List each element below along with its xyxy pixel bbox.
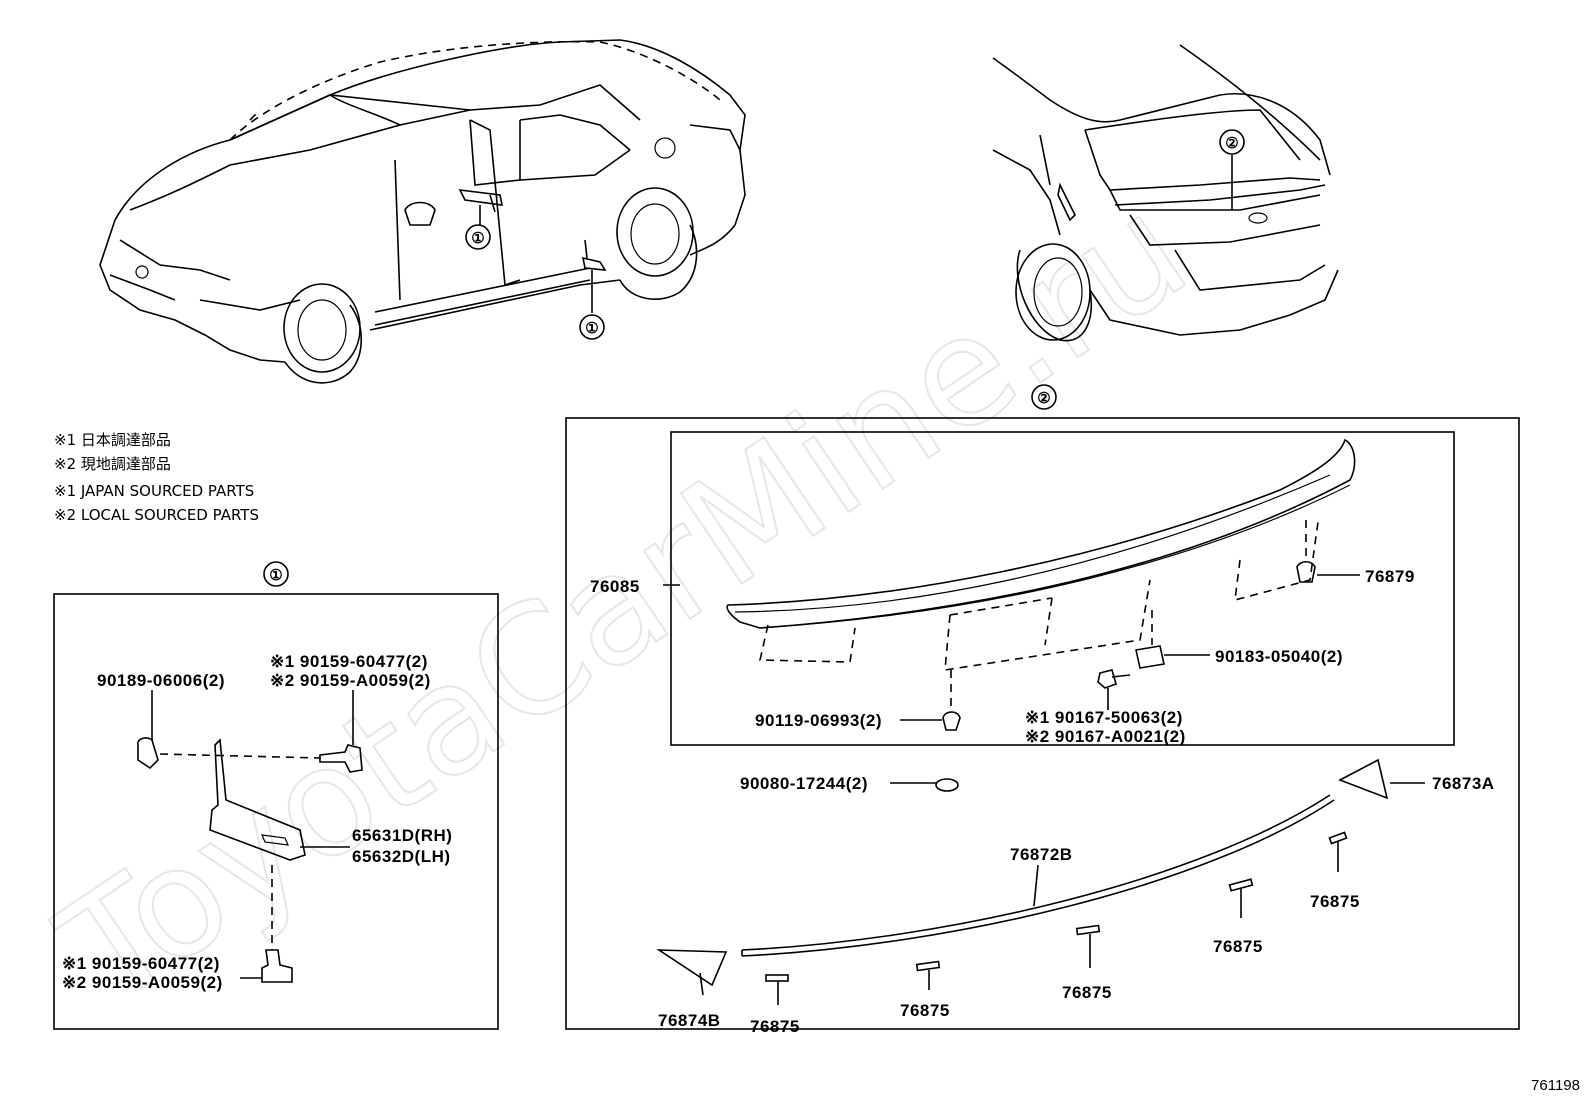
emblem-76873A-icon [1338,758,1389,800]
bolt-bottom-icon [261,949,293,983]
label-76874B: 76874B [658,1011,721,1030]
nut-90183-icon [1135,645,1165,669]
clip-76879-icon [1296,560,1316,583]
group2-inner-box [670,431,1455,746]
group2-box [565,417,1520,1030]
strip-76872B-icon [741,794,1331,951]
clip-90189-icon [137,737,159,770]
group2-parts [656,438,1425,1005]
note-jp-1: ※1 日本調達部品 [54,431,171,449]
label-76875-b: 76875 [900,1001,950,1020]
label-90189-06006: 90189-06006(2) [97,671,225,690]
label-76875-a: 76875 [750,1017,800,1036]
label-90167-A0021: ※2 90167-A0021(2) [1025,727,1186,746]
label-90167-50063: ※1 90167-50063(2) [1025,708,1183,727]
label-76085: 76085 [590,577,640,596]
group2-callout: ② [1037,390,1050,407]
hatchback-illustration [992,44,1339,342]
label-90159-60477-top: ※1 90159-60477(2) [270,652,428,671]
label-76873A: 76873A [1432,774,1495,793]
bracket-icon [209,738,306,861]
callout-1-sedan-b: ① [585,320,598,337]
label-90119-06993: 90119-06993(2) [755,711,882,730]
label-90159-A0059-bottom: ※2 90159-A0059(2) [62,973,223,992]
label-76875-e: 76875 [1310,892,1360,911]
bolt-top-icon [319,744,363,773]
group1-box [53,593,499,1030]
label-65631D: 65631D(RH) [352,826,452,845]
tape-76875-d [1228,878,1254,892]
group1-callout: ① [269,567,282,584]
label-90183-05040: 90183-05040(2) [1215,647,1343,666]
tape-76875-e [1328,831,1348,845]
tape-76875-a [765,974,789,982]
label-76872B: 76872B [1010,845,1073,864]
label-76875-d: 76875 [1213,937,1263,956]
callout-2-hatch: ② [1225,135,1238,152]
grommet-90080-icon [935,778,959,792]
note-en-1: ※1 JAPAN SOURCED PARTS [54,482,254,500]
label-76875-c: 76875 [1062,983,1112,1002]
diagram-id: 761198 [1531,1077,1580,1094]
clip-90119-icon [942,711,961,731]
note-en-2: ※2 LOCAL SOURCED PARTS [54,506,259,524]
emblem-76874B-icon [656,949,728,987]
tape-76875-c [1075,924,1101,936]
label-76879: 76879 [1365,567,1415,586]
label-90159-A0059-top: ※2 90159-A0059(2) [270,671,431,690]
watermark: ToyotaCarMine.ru [32,163,1216,1041]
screw-90167-icon [1097,669,1117,689]
label-90159-60477-bottom: ※1 90159-60477(2) [62,954,220,973]
group1-parts [137,690,363,983]
tape-76875-b [915,960,941,972]
callout-1-sedan-a: ① [471,230,484,247]
label-65632D: 65632D(LH) [352,847,451,866]
sedan-illustration [99,39,746,384]
label-90080-17244: 90080-17244(2) [740,774,868,793]
note-jp-2: ※2 現地調達部品 [54,455,171,473]
